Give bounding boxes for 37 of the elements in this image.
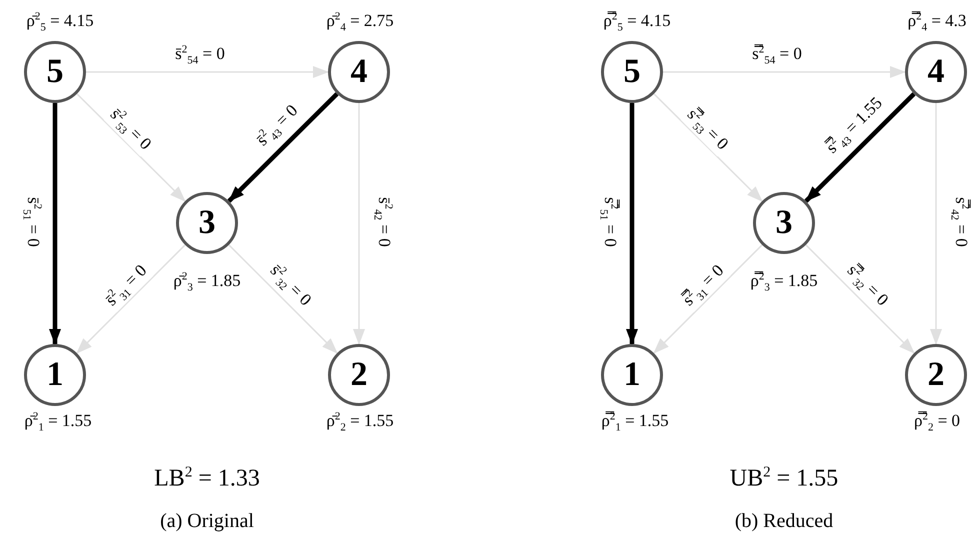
arrow — [227, 92, 339, 203]
node-value: ρ̄$^{2}$$_{1}$ = 1.55 — [24, 410, 92, 434]
node-number: 4 — [928, 55, 944, 89]
arrow — [353, 103, 365, 345]
edge-label: s̄$^{2}$$_{54}$ = 0 — [174, 43, 226, 67]
panel-caption: (a) Original — [160, 510, 254, 532]
node-number: 1 — [624, 358, 640, 392]
node-value: ρ̄$^{2}$$_{5}$ = 4.15 — [26, 10, 94, 34]
arrow — [930, 103, 942, 345]
node-number: 3 — [776, 206, 792, 240]
node-number: 2 — [928, 358, 944, 392]
arrow — [76, 93, 186, 202]
node-number: 5 — [624, 55, 640, 89]
arrow — [653, 244, 763, 354]
node-value: ρ̄$^{2}$$_{4}$ = 2.75 — [326, 10, 394, 34]
arrow — [228, 244, 338, 354]
node-number: 4 — [350, 55, 368, 89]
arrow — [86, 66, 329, 78]
node-number: 3 — [198, 206, 216, 240]
arrow — [626, 103, 638, 345]
arrow — [804, 92, 916, 203]
arrow — [663, 66, 906, 78]
node-number: 5 — [46, 55, 64, 89]
arrow — [653, 93, 763, 202]
node-number: 1 — [46, 358, 64, 392]
node-number: 2 — [350, 358, 368, 392]
arrow — [805, 244, 915, 354]
arrow — [76, 244, 186, 354]
node-value: ρ̿$^{2}$$_{4}$ = 4.3 — [908, 10, 966, 34]
bound-value: LB$^{2}$ = 1.33 — [154, 464, 260, 492]
node-circle — [753, 192, 815, 254]
arrow — [49, 103, 61, 345]
node-value: ρ̄$^{2}$$_{2}$ = 1.55 — [326, 410, 394, 434]
node-circle — [176, 192, 238, 254]
bound-value: UB$^{2}$ = 1.55 — [730, 464, 838, 492]
node-value: ρ̄$^{2}$$_{3}$ = 1.85 — [173, 270, 241, 294]
panel-caption: (b) Reduced — [734, 510, 834, 532]
